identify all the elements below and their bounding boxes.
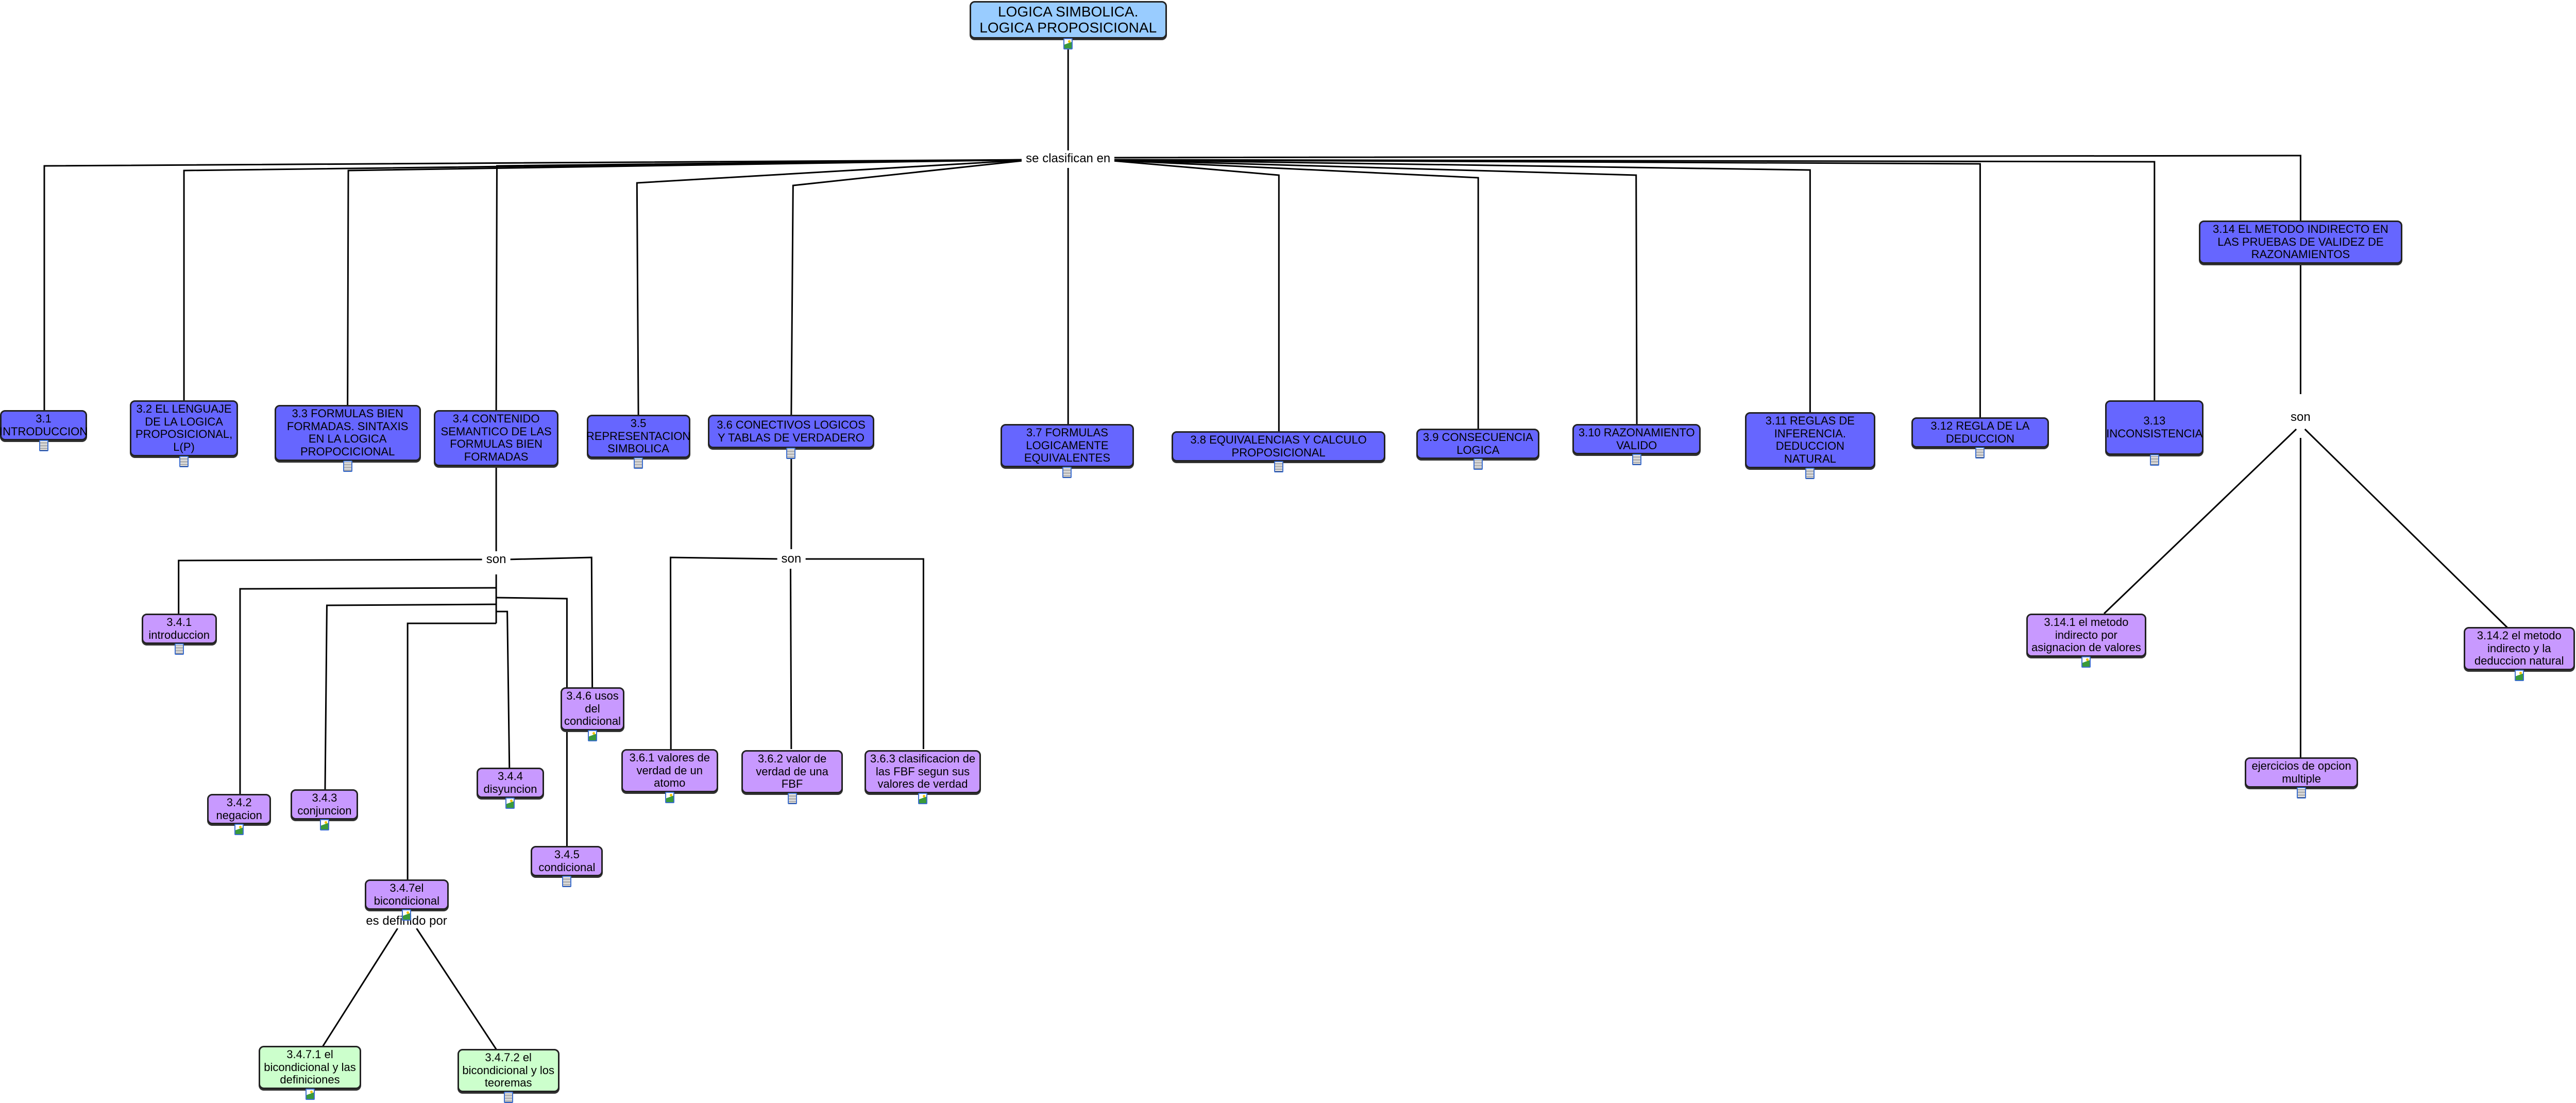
- subtopic-3-6-3[interactable]: 3.6.3 clasificacion de las FBF segun sus…: [864, 750, 981, 804]
- subtopic-3-14-1[interactable]: 3.14.1 el metodo indirecto por asignacio…: [2026, 614, 2146, 668]
- topic-3-6[interactable]: 3.6 CONECTIVOS LOGICOS Y TABLAS DE VERDA…: [708, 415, 874, 459]
- topic-label: 3.5 REPRESENTACION SIMBOLICA: [586, 417, 691, 455]
- topic-label: 3.8 EQUIVALENCIAS Y CALCULO PROPOSICIONA…: [1190, 433, 1367, 459]
- topic-label: 3.9 CONSECUENCIA LOGICA: [1422, 431, 1533, 456]
- topic-3-1[interactable]: 3.1 INTRODUCCION: [0, 410, 88, 452]
- subtopic-label: 3.6.1 valores de verdad de un atomo: [629, 751, 710, 790]
- subtopic-3-4-1[interactable]: 3.4.1 introduccion: [141, 614, 217, 655]
- topic-label: 3.6 CONECTIVOS LOGICOS Y TABLAS DE VERDA…: [717, 418, 866, 444]
- link-label-son-36: son: [777, 552, 806, 566]
- topic-label: 3.2 EL LENGUAJE DE LA LOGICA PROPOSICION…: [135, 402, 233, 453]
- image-resource-icon[interactable]: [2514, 669, 2524, 681]
- link-label-son-34: son: [482, 552, 511, 567]
- subtopic-label: 3.4.2 negacion: [216, 796, 262, 822]
- leaf-3-4-7-2[interactable]: 3.4.7.2 el bicondicional y los teoremas: [457, 1049, 560, 1103]
- subtopic-exercises[interactable]: ejercicios de opcion multiple: [2245, 757, 2359, 799]
- topic-label: 3.12 REGLA DE LA DEDUCCION: [1930, 419, 2030, 445]
- subtopic-label: 3.4.3 conjuncion: [297, 791, 352, 817]
- image-resource-icon[interactable]: [1063, 38, 1073, 49]
- topic-3-13[interactable]: 3.13 INCONSISTENCIA: [2105, 400, 2204, 466]
- subtopic-label: 3.14.2 el metodo indirecto y la deduccio…: [2474, 629, 2564, 668]
- subtopic-label: 3.4.7el bicondicional: [374, 881, 439, 907]
- image-resource-icon[interactable]: [305, 1088, 315, 1100]
- document-resource-icon[interactable]: [1062, 466, 1072, 478]
- leaf-3-4-7-1[interactable]: 3.4.7.1 el bicondicional y las definicio…: [259, 1046, 361, 1100]
- document-resource-icon[interactable]: [39, 440, 48, 452]
- subtopic-label: ejercicios de opcion multiple: [2251, 759, 2351, 785]
- image-resource-icon[interactable]: [665, 791, 674, 803]
- topic-label: 3.7 FORMULAS LOGICAMENTE EQUIVALENTES: [1024, 426, 1111, 465]
- document-resource-icon[interactable]: [2297, 787, 2307, 799]
- subtopic-3-4-4[interactable]: 3.4.4 disyuncion: [476, 768, 545, 809]
- subtopic-label: 3.4.1 introduccion: [148, 616, 210, 641]
- document-resource-icon[interactable]: [503, 1091, 513, 1103]
- document-resource-icon[interactable]: [787, 792, 797, 804]
- document-resource-icon[interactable]: [1274, 461, 1283, 473]
- document-resource-icon[interactable]: [174, 643, 184, 655]
- subtopic-label: 3.4.6 usos del condicional: [564, 689, 621, 728]
- subtopic-3-14-2[interactable]: 3.14.2 el metodo indirecto y la deduccio…: [2463, 627, 2575, 681]
- document-resource-icon[interactable]: [562, 876, 572, 888]
- image-resource-icon[interactable]: [319, 819, 329, 831]
- subtopic-label: 3.14.1 el metodo indirecto por asignacio…: [2031, 616, 2141, 654]
- subtopic-3-4-7[interactable]: 3.4.7el bicondicional: [364, 879, 449, 921]
- leaf-label: 3.4.7.1 el bicondicional y las definicio…: [264, 1048, 356, 1087]
- document-resource-icon[interactable]: [1473, 459, 1483, 470]
- topic-3-2[interactable]: 3.2 EL LENGUAJE DE LA LOGICA PROPOSICION…: [129, 400, 239, 467]
- topic-3-5[interactable]: 3.5 REPRESENTACION SIMBOLICA: [586, 415, 691, 469]
- image-resource-icon[interactable]: [2081, 656, 2091, 668]
- topic-label: 3.13 INCONSISTENCIA: [2106, 414, 2203, 440]
- topic-3-10[interactable]: 3.10 RAZONAMIENTO VALIDO: [1572, 424, 1701, 466]
- document-resource-icon[interactable]: [2149, 454, 2159, 466]
- topic-3-4[interactable]: 3.4 CONTENIDO SEMANTICO DE LAS FORMULAS …: [433, 410, 559, 466]
- topic-label: 3.1 INTRODUCCION: [0, 412, 88, 438]
- topic-3-7[interactable]: 3.7 FORMULAS LOGICAMENTE EQUIVALENTES: [1001, 424, 1134, 478]
- image-resource-icon[interactable]: [505, 797, 515, 809]
- topic-3-3[interactable]: 3.3 FORMULAS BIEN FORMADAS. SINTAXIS EN …: [274, 405, 421, 472]
- topic-3-9[interactable]: 3.9 CONSECUENCIA LOGICA: [1416, 429, 1540, 470]
- document-resource-icon[interactable]: [179, 455, 189, 467]
- subtopic-label: 3.6.3 clasificacion de las FBF segun sus…: [870, 752, 976, 791]
- topic-label: 3.4 CONTENIDO SEMANTICO DE LAS FORMULAS …: [440, 412, 552, 463]
- subtopic-3-6-1[interactable]: 3.6.1 valores de verdad de un atomo: [621, 749, 718, 803]
- subtopic-3-4-5[interactable]: 3.4.5 condicional: [531, 846, 603, 888]
- image-resource-icon[interactable]: [402, 909, 412, 921]
- root-label: LOGICA SIMBOLICA. LOGICA PROPOSICIONAL: [979, 4, 1157, 36]
- subtopic-3-4-2[interactable]: 3.4.2 negacion: [207, 794, 272, 836]
- link-label-son-314: son: [2286, 410, 2315, 425]
- document-resource-icon[interactable]: [343, 460, 352, 472]
- topic-3-12[interactable]: 3.12 REGLA DE LA DEDUCCION: [1911, 417, 2049, 459]
- topic-3-14[interactable]: 3.14 EL METODO INDIRECTO EN LAS PRUEBAS …: [2198, 220, 2402, 264]
- subtopic-label: 3.4.5 condicional: [538, 848, 596, 874]
- document-resource-icon[interactable]: [634, 457, 643, 469]
- document-resource-icon[interactable]: [1632, 454, 1641, 466]
- topic-3-11[interactable]: 3.11 REGLAS DE INFERENCIA. DEDUCCION NAT…: [1745, 412, 1875, 479]
- topic-label: 3.14 EL METODO INDIRECTO EN LAS PRUEBAS …: [2213, 223, 2388, 261]
- subtopic-3-4-3[interactable]: 3.4.3 conjuncion: [291, 789, 359, 831]
- subtopic-3-4-6[interactable]: 3.4.6 usos del condicional: [560, 687, 625, 741]
- subtopic-3-6-2[interactable]: 3.6.2 valor de verdad de una FBF: [741, 750, 843, 804]
- link-label-classify: se clasifican en: [1022, 151, 1115, 166]
- subtopic-label: 3.6.2 valor de verdad de una FBF: [756, 752, 828, 791]
- image-resource-icon[interactable]: [234, 824, 244, 836]
- document-resource-icon[interactable]: [1975, 447, 1985, 459]
- leaf-label: 3.4.7.2 el bicondicional y los teoremas: [462, 1051, 554, 1090]
- topic-3-8[interactable]: 3.8 EQUIVALENCIAS Y CALCULO PROPOSICIONA…: [1172, 431, 1385, 473]
- root-concept[interactable]: LOGICA SIMBOLICA. LOGICA PROPOSICIONAL: [969, 1, 1167, 49]
- subtopic-label: 3.4.4 disyuncion: [483, 770, 537, 795]
- image-resource-icon[interactable]: [918, 792, 927, 804]
- document-resource-icon[interactable]: [786, 448, 796, 459]
- topic-label: 3.3 FORMULAS BIEN FORMADAS. SINTAXIS EN …: [286, 407, 409, 458]
- image-resource-icon[interactable]: [587, 729, 597, 741]
- topic-label: 3.10 RAZONAMIENTO VALIDO: [1578, 426, 1695, 452]
- document-resource-icon[interactable]: [1805, 467, 1815, 479]
- topic-label: 3.11 REGLAS DE INFERENCIA. DEDUCCION NAT…: [1765, 414, 1855, 465]
